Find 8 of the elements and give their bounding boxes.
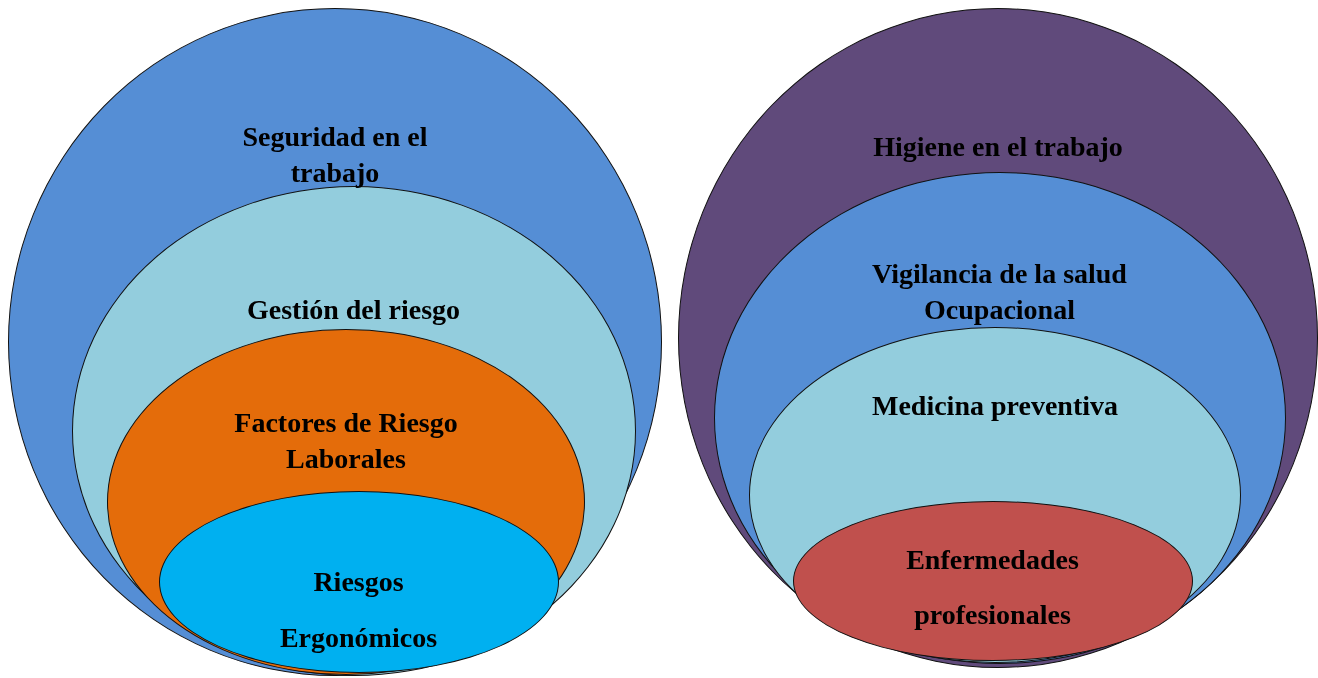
region-title: Higiene en el trabajo (872, 130, 1124, 164)
region-title: Vigilancia de la salud Ocupacional (871, 256, 1128, 327)
region-title: Seguridad en el trabajo (241, 120, 429, 190)
region-title: Medicina preventiva (871, 389, 1119, 423)
region-title: Gestión del riesgo (245, 292, 462, 327)
region-title: Factores de Riesgo Laborales (233, 406, 459, 476)
region-title: Enfermedades profesionales (905, 542, 1080, 632)
region-title: Riesgos Ergonómicos (278, 564, 439, 655)
